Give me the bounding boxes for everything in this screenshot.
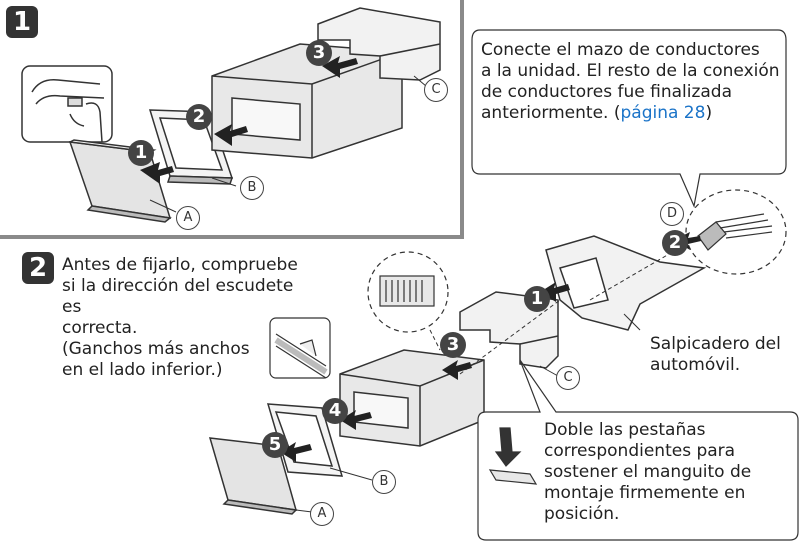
label-b-step1: B: [240, 176, 264, 200]
label-a-step2: A: [310, 502, 334, 526]
step-1-badge: 1: [6, 6, 38, 38]
finger-detail: [21, 65, 113, 143]
arrows-step1: [140, 56, 358, 184]
callout-top-right-bubble: [471, 29, 787, 209]
step2-number-2: 2: [662, 230, 688, 256]
check-line-4: (Ganchos más anchos: [62, 339, 250, 359]
step2-number-1: 1: [524, 286, 550, 312]
step2-number-4: 4: [322, 398, 348, 424]
step-2-badge: 2: [22, 252, 54, 284]
step1-number-2: 2: [186, 104, 212, 130]
label-c-step1: C: [424, 78, 448, 102]
step2-number-5: 5: [262, 432, 288, 458]
check-line-1: Antes de fijarlo, compruebe: [62, 255, 298, 275]
escutcheon-b-step2: [266, 403, 344, 477]
connector-d: [685, 189, 787, 275]
page-28-link[interactable]: página 28: [620, 103, 706, 123]
label-b-step2: B: [372, 470, 396, 494]
magnifier-detail: [367, 251, 449, 333]
callout-check-text: Antes de fijarlo, compruebe si la direcc…: [62, 255, 318, 381]
check-line-3: correcta.: [62, 318, 138, 338]
callout-bottom-bubble: [477, 359, 799, 541]
escutcheon-b-step1: [148, 109, 234, 185]
check-line-5: en el lado inferior.): [62, 360, 223, 380]
dashboard: [545, 235, 707, 331]
step1-frame: [0, 0, 464, 239]
step1-number-1: 1: [128, 140, 154, 166]
label-c-step2: C: [556, 366, 580, 390]
faceplate-a-step1: [67, 139, 172, 223]
check-line-2: si la dirección del escudete es: [62, 276, 294, 317]
dashboard-text: Salpicadero del automóvil.: [650, 334, 781, 375]
callout-connect-text: Conecte el mazo de conductores a la unid…: [481, 40, 780, 123]
step1-number-3: 3: [306, 40, 332, 66]
label-d: D: [660, 202, 684, 226]
label-a-step1: A: [176, 206, 200, 230]
step2-number-3: 3: [440, 332, 466, 358]
sleeve-c-step1: [317, 7, 441, 81]
bend-tab-icon: [488, 427, 538, 485]
hook-detail: [269, 317, 331, 379]
unit-step1: [211, 43, 403, 159]
bend-tabs-text: Doble las pestañas correspondientes para…: [544, 420, 752, 524]
